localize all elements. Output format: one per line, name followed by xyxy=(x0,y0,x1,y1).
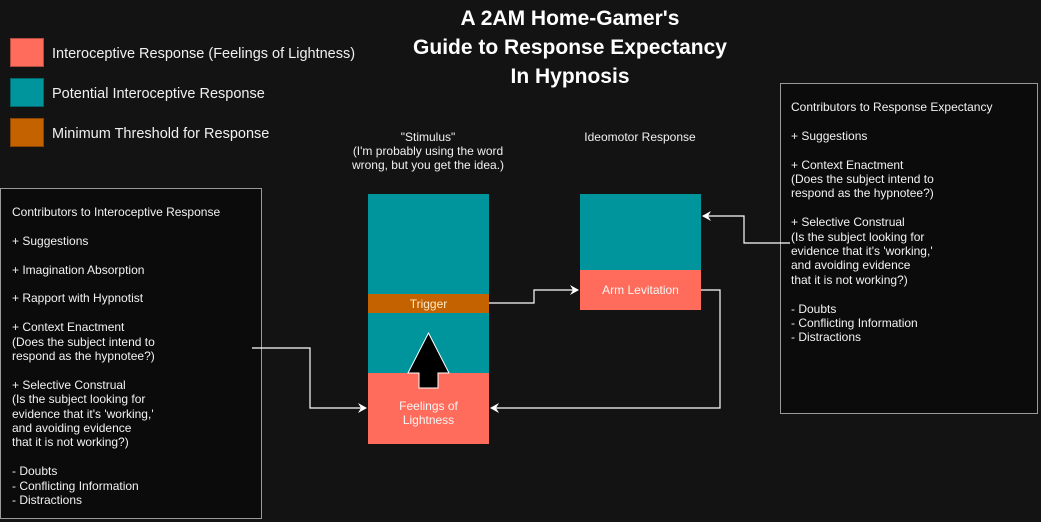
connector-left-box-to-feelings xyxy=(252,347,367,413)
right-item-suggestions: + Suggestions xyxy=(791,128,868,143)
stimulus-heading-line-3: wrong, but you get the idea.) xyxy=(351,158,505,172)
left-context-line-1: + Context Enactment xyxy=(12,320,125,335)
right-construal-line-4: and avoiding evidence xyxy=(791,258,911,273)
left-item-suggestions: + Suggestions xyxy=(12,233,89,248)
left-negative-distractions: - Distractions xyxy=(12,493,83,508)
left-negative-doubts: - Doubts xyxy=(12,464,58,479)
response-expectancy-contributors-box: Contributors to Response Expectancy + Su… xyxy=(780,83,1038,414)
left-context-line-2: (Does the subject intend to xyxy=(12,334,155,349)
right-item-context-enactment: + Context Enactment (Does the subject in… xyxy=(791,158,1027,201)
connector-arm-levitation-to-feelings xyxy=(490,289,721,413)
right-context-line-3: respond as the hypnotee?) xyxy=(791,186,934,201)
right-negative-distractions: - Distractions xyxy=(791,330,862,345)
up-arrow-icon xyxy=(407,331,450,389)
right-construal-line-3: evidence that it's 'working,' xyxy=(791,244,933,259)
legend-label-interoceptive: Interoceptive Response (Feelings of Ligh… xyxy=(52,46,356,62)
right-construal-line-1: + Selective Construal xyxy=(791,215,905,230)
legend-label-potential: Potential Interoceptive Response xyxy=(52,86,265,102)
trigger-threshold[interactable]: Trigger xyxy=(368,294,489,313)
diagram-title: A 2AM Home-Gamer's Guide to Response Exp… xyxy=(380,4,760,91)
ideomotor-heading: Ideomotor Response xyxy=(584,130,696,144)
legend-label-threshold: Minimum Threshold for Response xyxy=(52,126,270,142)
arm-levitation[interactable]: Arm Levitation xyxy=(580,270,701,310)
left-construal-line-1: + Selective Construal xyxy=(12,377,126,392)
legend-swatch-interoceptive xyxy=(10,38,44,67)
left-construal-line-5: that it is not working?) xyxy=(12,435,129,450)
left-item-rapport: + Rapport with Hypnotist xyxy=(12,291,144,306)
title-line-3: In Hypnosis xyxy=(510,65,630,88)
right-context-line-1: + Context Enactment xyxy=(791,157,904,172)
left-construal-line-2: (Is the subject looking for xyxy=(12,392,146,407)
interoceptive-contributors-box: Contributors to Interoceptive Response +… xyxy=(0,188,262,519)
stimulus-heading: "Stimulus" (I'm probably using the word … xyxy=(338,130,518,172)
trigger-label: Trigger xyxy=(409,296,448,311)
left-construal-line-3: evidence that it's 'working,' xyxy=(12,406,154,421)
right-negative-conflicting: - Conflicting Information xyxy=(791,316,918,331)
left-negatives: - Doubts - Conflicting Information - Dis… xyxy=(12,464,251,507)
ideomotor-potential xyxy=(580,194,701,270)
legend-swatch-potential xyxy=(10,78,44,107)
right-box-title: Contributors to Response Expectancy xyxy=(791,100,993,114)
right-construal-line-5: that it is not working?) xyxy=(791,272,908,287)
title-line-1: A 2AM Home-Gamer's xyxy=(460,7,680,30)
connector-trigger-to-arm-levitation xyxy=(489,285,579,304)
feelings-label-line-1: Feelings of xyxy=(399,398,458,413)
connector-right-box-to-ideomotor xyxy=(702,211,790,244)
arm-levitation-label: Arm Levitation xyxy=(602,283,679,297)
left-item-selective-construal: + Selective Construal (Is the subject lo… xyxy=(12,378,251,450)
right-negatives: - Doubts - Conflicting Information - Dis… xyxy=(791,302,1027,345)
legend-swatch-threshold xyxy=(10,118,44,147)
stimulus-heading-line-2: (I'm probably using the word xyxy=(352,144,504,158)
right-context-line-2: (Does the subject intend to xyxy=(791,172,934,186)
right-item-selective-construal: + Selective Construal (Is the subject lo… xyxy=(791,215,1027,287)
stimulus-heading-line-1: "Stimulus" xyxy=(400,130,456,144)
left-box-title: Contributors to Interoceptive Response xyxy=(12,205,221,219)
right-negative-doubts: - Doubts xyxy=(791,301,837,316)
stimulus-potential-upper xyxy=(368,194,489,294)
left-negative-conflicting: - Conflicting Information xyxy=(12,478,139,493)
title-line-2: Guide to Response Expectancy xyxy=(413,36,727,59)
ideomotor-column: Arm Levitation xyxy=(580,194,701,310)
left-item-imagination: + Imagination Absorption xyxy=(12,262,145,277)
left-construal-line-4: and avoiding evidence xyxy=(12,421,132,436)
left-item-context-enactment: + Context Enactment (Does the subject in… xyxy=(12,320,251,363)
right-construal-line-2: (Is the subject looking for xyxy=(791,229,925,244)
feelings-label-line-2: Lightness xyxy=(402,412,455,427)
left-context-line-3: respond as the hypnotee?) xyxy=(12,349,155,363)
